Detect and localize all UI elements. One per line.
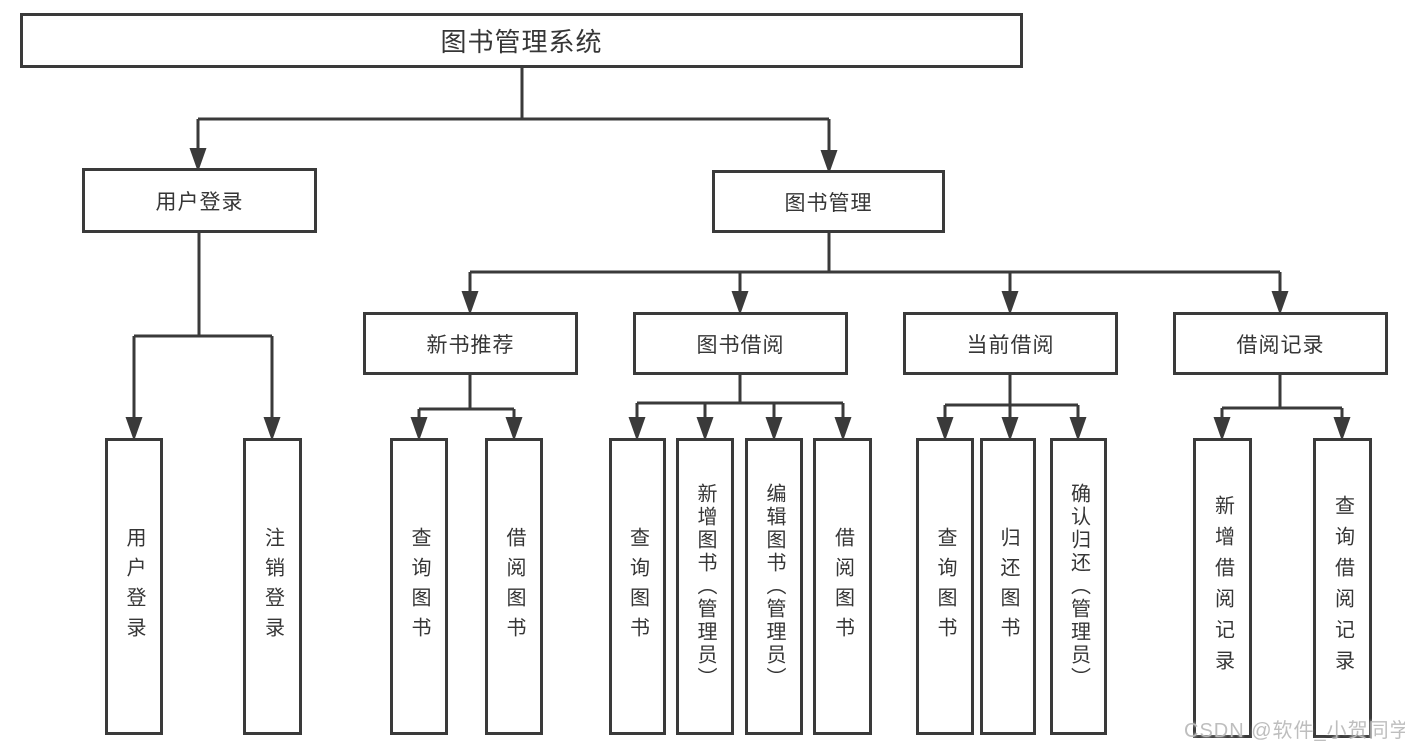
node-user-login: 用户登录 [82,168,317,233]
node-col-borrow-books: 借阅图书 [813,438,872,735]
csdn-watermark: CSDN @软件_小贺同学 [1184,720,1405,742]
node-col-add-borrow-record: 新增借阅记录 [1193,438,1252,738]
node-col-query-books-recommend: 查询图书 [390,438,448,735]
node-col-confirm-return-admin: 确认归还（管理员） [1050,438,1107,735]
node-new-book-recommend: 新书推荐 [363,312,578,375]
node-current-borrow: 当前借阅 [903,312,1118,375]
node-book-borrow: 图书借阅 [633,312,848,375]
node-root-system: 图书管理系统 [20,13,1023,68]
node-borrow-records: 借阅记录 [1173,312,1388,375]
node-book-management: 图书管理 [712,170,945,233]
node-col-edit-book-admin: 编辑图书（管理员） [745,438,803,735]
node-col-add-book-admin: 新增图书（管理员） [676,438,734,735]
node-col-borrow-books-recommend: 借阅图书 [485,438,543,735]
node-col-return-book: 归还图书 [980,438,1036,735]
node-col-user-login: 用户登录 [105,438,163,735]
node-col-query-books-current: 查询图书 [916,438,974,735]
node-col-query-borrow-record: 查询借阅记录 [1313,438,1372,738]
node-col-logout: 注销登录 [243,438,302,735]
node-col-query-books-borrow: 查询图书 [609,438,666,735]
